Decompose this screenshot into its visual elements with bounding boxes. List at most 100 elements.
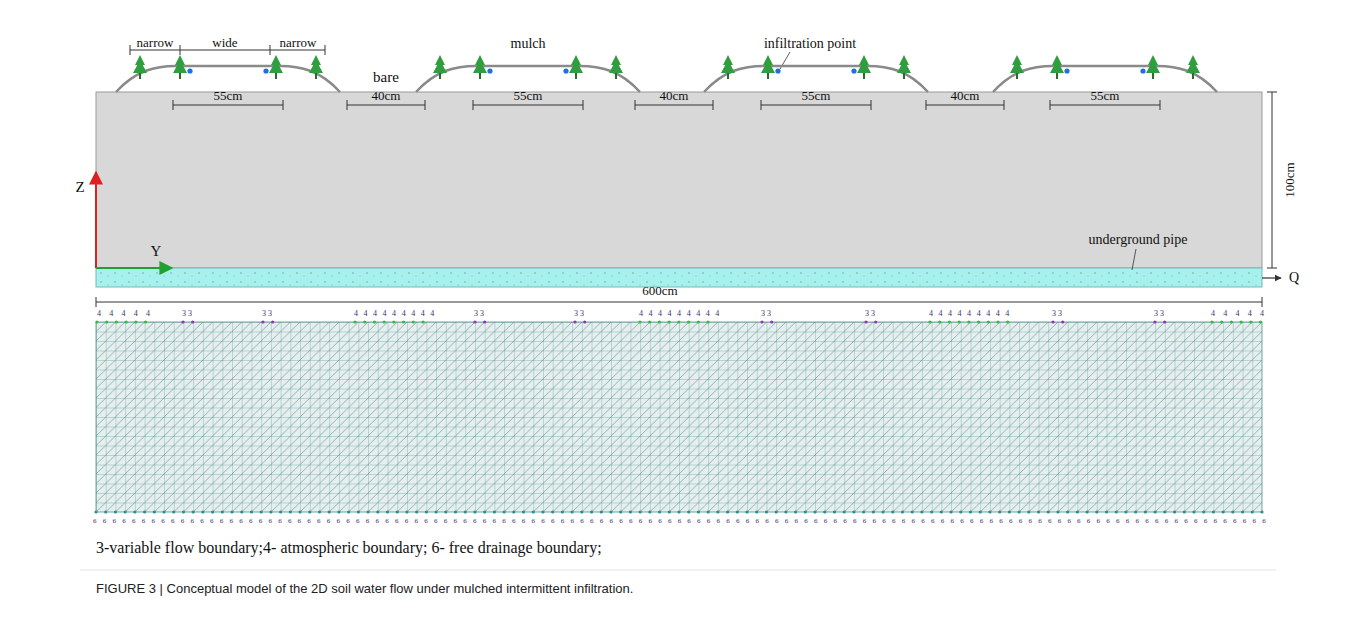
- boundary-node: [1153, 320, 1156, 323]
- bracket-label: narrow: [280, 36, 317, 51]
- boundary-node: [1144, 510, 1147, 513]
- boundary-node: [532, 510, 535, 513]
- boundary-node: [1212, 510, 1215, 513]
- crop-plant: [609, 55, 623, 79]
- boundary-node: [1210, 320, 1213, 323]
- bracket-label: narrow: [137, 36, 174, 51]
- boundary-node: [1095, 510, 1098, 513]
- crop-plant: [897, 55, 911, 79]
- flow-label: Q: [1289, 270, 1299, 286]
- boundary-node: [454, 510, 457, 513]
- boundary-node: [823, 510, 826, 513]
- boundary-node: [1230, 320, 1233, 323]
- boundary-node: [775, 510, 778, 513]
- boundary-node: [172, 510, 175, 513]
- outflow-arrow: [1262, 277, 1281, 278]
- boundary-node: [874, 320, 877, 323]
- boundary-node: [1134, 510, 1137, 513]
- boundary-node: [1154, 510, 1157, 513]
- boundary-code: 4 4 4 4 4: [97, 309, 153, 318]
- boundary-node: [133, 510, 136, 513]
- crop-plant: [1146, 55, 1160, 79]
- plant-stem: [903, 73, 905, 79]
- plant-crown: [721, 55, 735, 73]
- dimension-label: 55cm: [802, 89, 831, 104]
- boundary-node: [1124, 510, 1127, 513]
- axis-label: Y: [151, 243, 162, 260]
- fe-mesh: [96, 322, 1262, 512]
- plant-crown: [1186, 55, 1200, 73]
- fe-mesh-ground: [96, 322, 1262, 512]
- boundary-node: [638, 320, 641, 323]
- boundary-node: [911, 510, 914, 513]
- boundary-node: [668, 510, 671, 513]
- width-dimension: [96, 297, 1262, 307]
- boundary-node: [716, 510, 719, 513]
- boundary-node: [522, 510, 525, 513]
- bracket-label: wide: [212, 36, 237, 51]
- boundary-code: 4 4 4 4 4: [1211, 309, 1267, 318]
- boundary-node: [1249, 320, 1252, 323]
- plant-crown: [133, 55, 147, 73]
- boundary-node: [862, 510, 865, 513]
- boundary-node: [1220, 320, 1223, 323]
- plant-stem: [139, 73, 141, 79]
- boundary-node: [221, 510, 224, 513]
- dimension-label: 55cm: [1091, 89, 1120, 104]
- boundary-node: [677, 510, 680, 513]
- boundary-node: [421, 320, 424, 323]
- part-label: underground pipe: [1089, 232, 1188, 248]
- boundary-node: [969, 510, 972, 513]
- boundary-node: [938, 320, 941, 323]
- boundary-node: [833, 510, 836, 513]
- boundary-code: 3 3: [865, 309, 875, 318]
- boundary-node: [541, 510, 544, 513]
- boundary-node: [872, 510, 875, 513]
- caption-rule: [80, 570, 1276, 571]
- boundary-node: [987, 320, 990, 323]
- plant-stem: [275, 73, 277, 79]
- boundary-node: [347, 510, 350, 513]
- crop-plant: [433, 55, 447, 79]
- plant-stem: [1016, 73, 1018, 79]
- boundary-node: [736, 510, 739, 513]
- crop-plant: [309, 55, 323, 79]
- boundary-node: [1027, 510, 1030, 513]
- boundary-node: [770, 320, 773, 323]
- boundary-code: 3 3: [574, 309, 584, 318]
- boundary-legend: 3-variable flow boundary;4- atmospheric …: [96, 539, 602, 557]
- dimension-label: 100cm: [1283, 162, 1298, 197]
- boundary-node: [600, 510, 603, 513]
- boundary-node: [1163, 320, 1166, 323]
- plant-stem: [1056, 73, 1058, 79]
- boundary-code: 3 3: [1052, 309, 1062, 318]
- boundary-node: [125, 320, 128, 323]
- boundary-node: [1115, 510, 1118, 513]
- plant-stem: [615, 73, 617, 79]
- infiltration-dot: [775, 68, 780, 73]
- plant-stem: [575, 73, 577, 79]
- boundary-node: [366, 510, 369, 513]
- plant-stem: [479, 73, 481, 79]
- boundary-node: [551, 510, 554, 513]
- plant-crown: [473, 55, 487, 73]
- boundary-node: [891, 510, 894, 513]
- plant-stem: [1152, 73, 1154, 79]
- boundary-code: 3 3: [474, 309, 484, 318]
- boundary-node: [308, 510, 311, 513]
- boundary-node: [434, 510, 437, 513]
- boundary-node: [765, 510, 768, 513]
- boundary-node: [901, 510, 904, 513]
- boundary-node: [1037, 510, 1040, 513]
- crop-plant: [133, 55, 147, 79]
- boundary-node: [1076, 510, 1079, 513]
- boundary-node: [590, 510, 593, 513]
- boundary-node: [1061, 320, 1064, 323]
- boundary-node: [412, 320, 415, 323]
- boundary-node: [298, 510, 301, 513]
- crop-plant: [1010, 55, 1024, 79]
- boundary-node: [726, 510, 729, 513]
- boundary-node: [104, 510, 107, 513]
- boundary-node: [1241, 510, 1244, 513]
